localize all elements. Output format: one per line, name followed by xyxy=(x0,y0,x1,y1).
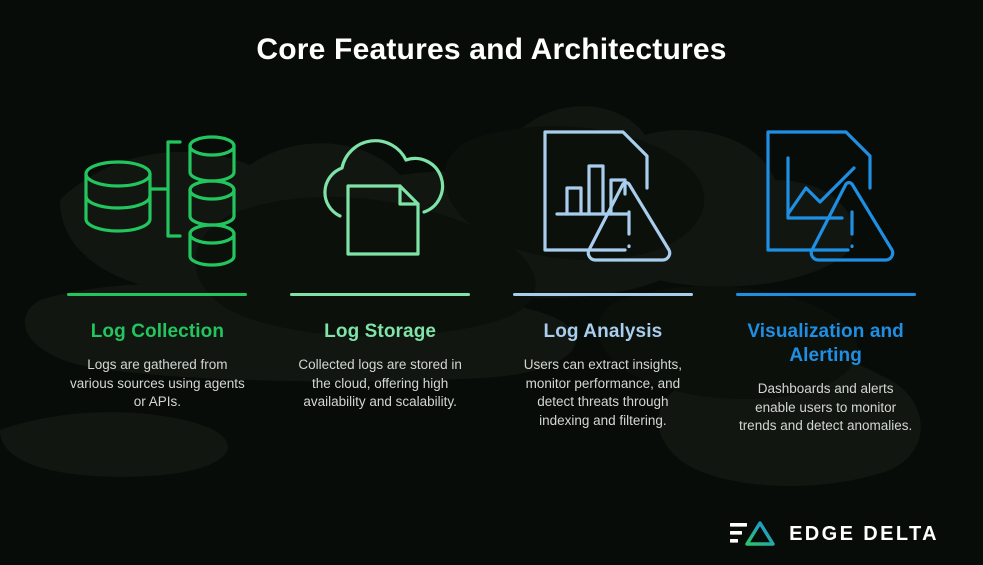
feature-column-visualization-alerting[interactable]: Visualization and Alerting Dashboards an… xyxy=(714,119,937,436)
feature-column-log-collection[interactable]: Log Collection Logs are gathered from va… xyxy=(46,119,269,436)
feature-heading: Log Storage xyxy=(324,321,437,342)
database-distribution-icon xyxy=(56,119,259,269)
column-divider xyxy=(512,293,693,296)
page-title: Core Features and Architectures xyxy=(256,33,727,66)
edge-delta-logo-mark xyxy=(730,521,775,546)
feature-description: Logs are gathered from various sources u… xyxy=(69,357,245,409)
feature-description: Users can extract insights, monitor perf… xyxy=(523,357,683,428)
feature-description: Dashboards and alerts enable users to mo… xyxy=(738,381,913,433)
feature-column-log-analysis[interactable]: Log Analysis Users can extract insights,… xyxy=(492,119,715,436)
feature-heading: Log Collection xyxy=(90,321,225,342)
edge-delta-wordmark: EDGE DELTA xyxy=(789,522,939,545)
feature-columns: Log Collection Logs are gathered from va… xyxy=(0,119,983,436)
feature-description: Collected logs are stored in the cloud, … xyxy=(298,357,462,409)
column-divider xyxy=(290,293,471,296)
column-divider xyxy=(67,293,248,296)
feature-heading: Visualization and Alerting xyxy=(747,321,904,366)
document-line-chart-alert-icon xyxy=(724,119,927,269)
column-divider xyxy=(735,293,916,296)
document-bar-chart-alert-icon xyxy=(502,119,705,269)
edge-delta-logo[interactable]: EDGE DELTA xyxy=(730,521,939,547)
cloud-document-icon xyxy=(279,119,482,269)
feature-heading: Log Analysis xyxy=(543,321,663,342)
feature-column-log-storage[interactable]: Log Storage Collected logs are stored in… xyxy=(269,119,492,436)
